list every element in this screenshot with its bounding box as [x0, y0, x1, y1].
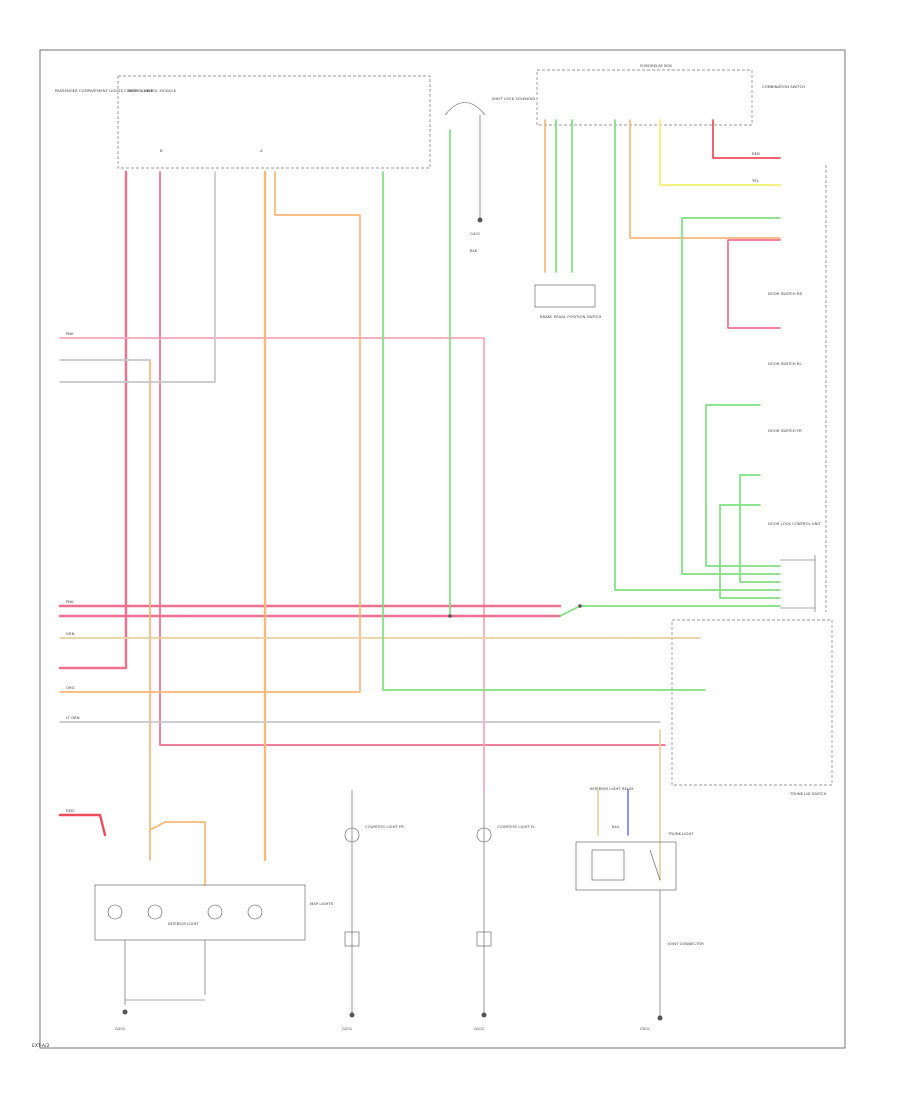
trunk-switch-label: TRUNK LID SWITCH: [789, 791, 827, 796]
ground-mid-label: G401: [470, 231, 481, 236]
wire-green-door-2: [705, 404, 781, 567]
map-lamps-label: MAP LIGHTS: [310, 901, 334, 906]
wire-green-bus: [559, 605, 781, 617]
courtesy-fl-label: COURTESY LIGHT FL: [497, 824, 536, 829]
tag-blu: BLU: [612, 824, 620, 829]
wire-green-door-3: [739, 474, 781, 583]
diagram-frame: [39, 49, 846, 1049]
tag-grn: GRN: [66, 631, 75, 636]
door-switch-rr-label: DOOR SWITCH RR: [768, 291, 802, 296]
wire-green-loop: [382, 171, 706, 691]
courtesy-fr-label: COURTESY LIGHT FR: [365, 824, 404, 829]
wire-pink-main: [58, 170, 128, 670]
wire-tags: PNK PNK GRN ORG LT GRN RED YEL RED BLU B…: [66, 151, 760, 829]
shift-lock-block: SHIFT LOCK SOLENOID G401: [444, 96, 535, 236]
brake-switch-block: BRAKE PEDAL POSITION SWITCH: [534, 284, 602, 319]
ground-fl-label: G201: [474, 1026, 485, 1031]
lower-connector-label: JOINT CONNECTOR: [667, 941, 704, 946]
door-switch-rl-label: DOOR SWITCH RL: [768, 361, 802, 366]
lamp-switch-label: COMBINATION SWITCH: [762, 84, 805, 89]
brake-switch-label: BRAKE PEDAL POSITION SWITCH: [540, 314, 602, 319]
wire-pink-door: [727, 239, 781, 329]
wire-orange-lamp: [149, 821, 206, 886]
wire-red-fuse: [712, 119, 781, 159]
wire-yellow: [659, 119, 781, 186]
tag-yel: YEL: [752, 178, 760, 183]
wire-orange-fuse: [629, 119, 781, 239]
wire-orange-loop: [59, 171, 361, 693]
footer-code: EXT-A/2: [32, 1043, 50, 1049]
left-lamp-assembly: INTERIOR LIGHT MAP LIGHTS G201: [94, 884, 334, 1031]
wire-gray-top: [59, 171, 216, 383]
fuse-box-label: FUSE/RELAY BOX: [640, 63, 672, 68]
courtesy-light-fr: COURTESY LIGHT FR G201: [342, 790, 404, 1031]
wire-pink-cross: [59, 337, 485, 791]
tag-lt-grn: LT GRN: [66, 715, 80, 720]
bus-connectors: [448, 555, 816, 618]
wire-green-door-4: [719, 504, 781, 599]
right-switch-column: DOOR SWITCH RR DOOR SWITCH RL DOOR SWITC…: [671, 165, 833, 796]
ground-right-label: G501: [640, 1026, 651, 1031]
wire-pink-lower: [159, 171, 666, 746]
interior-lamp-label: INTERIOR LIGHT: [168, 921, 199, 926]
fuse-box-block: FUSE/RELAY BOX COMBINATION SWITCH: [536, 63, 805, 126]
courtesy-light-fl: COURTESY LIGHT FL G201: [474, 790, 536, 1031]
door-switch-fr-label: DOOR SWITCH FR: [768, 428, 802, 433]
left-module-block: PASSENGER COMPARTMENT LIGHTS CONTROL UNI…: [55, 88, 154, 93]
relay-label: INTERIOR LIGHT RELAY: [590, 786, 634, 791]
tag-red-2: RED: [752, 151, 760, 156]
body-control-module: BODY CONTROL MODULE B A: [117, 75, 431, 169]
body-control-label: BODY CONTROL MODULE: [128, 88, 177, 93]
ground-left-label: G201: [115, 1026, 126, 1031]
wire-red-lower: [58, 813, 107, 837]
tag-blk: BLK: [470, 248, 478, 253]
wire-green-fuse: [614, 119, 781, 591]
interior-light-relay: INTERIOR LIGHT RELAY TRUNK LIGHT G501 JO…: [575, 786, 704, 1031]
tag-pnk-1: PNK: [66, 331, 74, 336]
svg-text:B: B: [160, 148, 163, 153]
svg-text:A: A: [260, 148, 263, 153]
left-module-label: PASSENGER COMPARTMENT LIGHTS CONTROL UNI…: [55, 88, 154, 93]
rear-module-label: DOOR LOCK CONTROL UNIT: [768, 521, 822, 526]
tag-pnk-2: PNK: [66, 599, 74, 604]
tag-org: ORG: [66, 685, 75, 690]
ground-fr-label: G201: [342, 1026, 353, 1031]
shift-lock-label: SHIFT LOCK SOLENOID: [492, 96, 535, 101]
tag-red: RED: [66, 808, 74, 813]
trunk-lamp-label: TRUNK LIGHT: [667, 831, 694, 836]
wire-green-door-1: [681, 217, 781, 575]
